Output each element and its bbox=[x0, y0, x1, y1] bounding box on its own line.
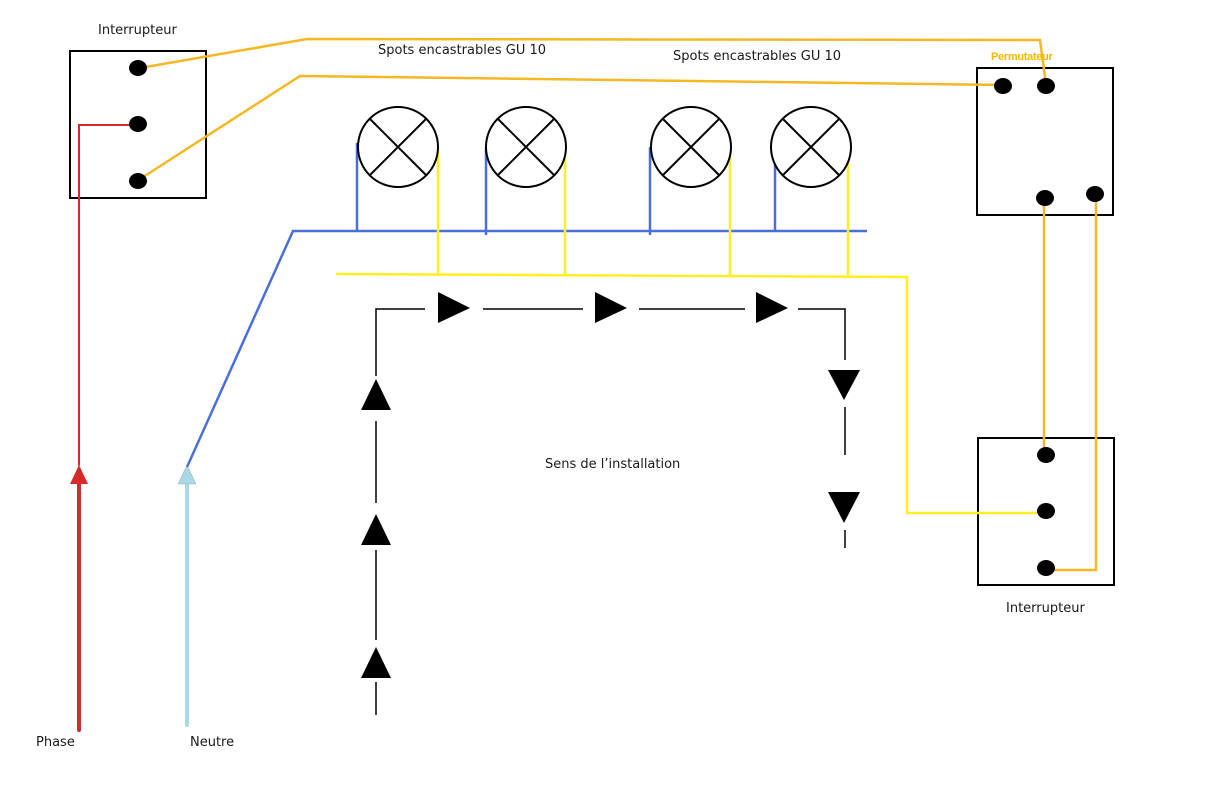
return-wire bbox=[335, 142, 1046, 515]
direction-label: Sens de l’installation bbox=[545, 457, 681, 472]
traveller-wire bbox=[136, 37, 1098, 572]
terminal bbox=[129, 116, 147, 132]
switch-box-bottom-right bbox=[977, 437, 1115, 586]
lamp bbox=[650, 106, 732, 188]
direction-arrows bbox=[361, 292, 860, 678]
terminal bbox=[129, 60, 147, 76]
arrow-right-icon bbox=[595, 292, 627, 323]
switch-box-top-left bbox=[69, 50, 207, 199]
terminal bbox=[1037, 447, 1055, 463]
arrow-up-icon bbox=[361, 379, 391, 410]
terminal bbox=[1086, 186, 1104, 202]
spots-label-left: Spots encastrables GU 10 bbox=[378, 43, 547, 58]
switch-label-top-left: Interrupteur bbox=[98, 23, 177, 38]
phase-wire bbox=[77, 124, 138, 732]
neutral-arrow-icon bbox=[177, 464, 197, 485]
arrow-down-icon bbox=[828, 492, 860, 523]
arrow-up-icon bbox=[361, 647, 391, 678]
terminal bbox=[994, 78, 1012, 94]
terminal bbox=[129, 173, 147, 189]
arrow-up-icon bbox=[361, 514, 391, 545]
direction-path bbox=[375, 308, 846, 715]
phase-label: Phase bbox=[36, 735, 75, 750]
terminals bbox=[129, 60, 1104, 576]
spots-label-right: Spots encastrables GU 10 bbox=[673, 49, 842, 64]
neutral-label: Neutre bbox=[190, 735, 235, 750]
switch-label-bottom-right: Interrupteur bbox=[1006, 601, 1085, 616]
terminal bbox=[1037, 560, 1055, 576]
arrow-right-icon bbox=[438, 292, 470, 323]
terminal bbox=[1037, 503, 1055, 519]
arrow-right-icon bbox=[756, 292, 788, 323]
lamp bbox=[357, 106, 439, 188]
lamp bbox=[770, 106, 852, 188]
terminal bbox=[1037, 78, 1055, 94]
terminal bbox=[1036, 190, 1054, 206]
phase-arrow-icon bbox=[70, 465, 88, 484]
arrow-down-icon bbox=[828, 370, 860, 400]
permutator-label: Permutateur bbox=[991, 51, 1053, 63]
lamp bbox=[485, 106, 567, 188]
